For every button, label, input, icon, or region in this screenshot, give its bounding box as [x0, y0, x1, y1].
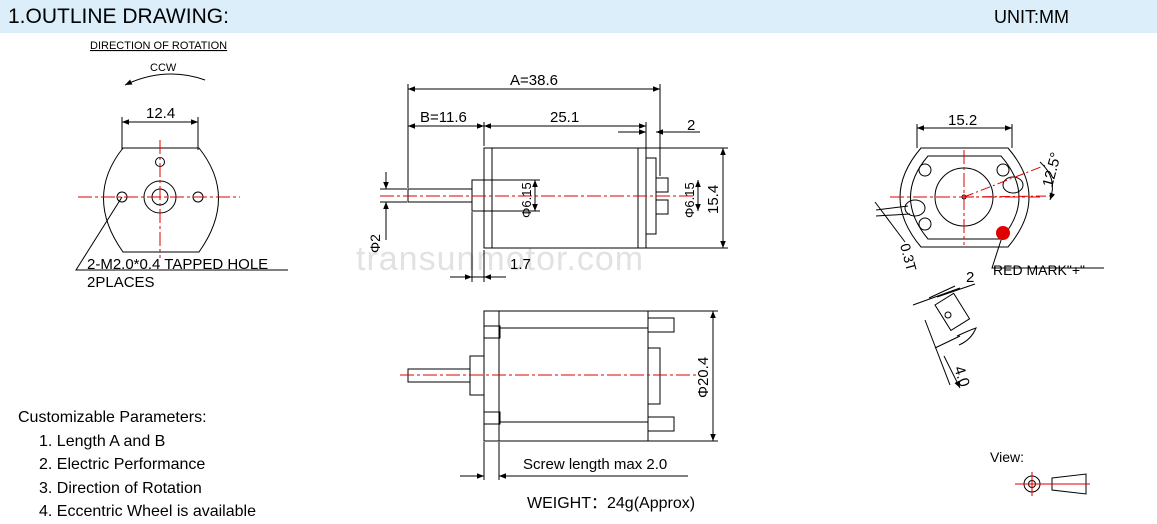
dim-b: B=11.6	[420, 109, 467, 126]
rotation-indicator: DIRECTION OF ROTATION CCW	[90, 40, 227, 86]
dim-body: 25.1	[550, 109, 579, 126]
hole-leader	[75, 196, 288, 271]
rear-view-outline	[899, 147, 1030, 248]
weight-label: WEIGHT：24g(Approx)	[527, 495, 695, 512]
rear-angle-dim: 12.5°	[1039, 151, 1065, 189]
rear-view	[874, 124, 1104, 269]
rotation-direction: CCW	[150, 62, 177, 74]
dim-step: 1.7	[510, 256, 531, 273]
unit-label: UNIT:MM	[994, 7, 1069, 27]
dim-boss-right: Φ6.15	[682, 182, 697, 218]
parameter-item: 1. Length A and B	[39, 432, 166, 450]
terminal-detail	[912, 283, 977, 389]
front-view-outline	[103, 147, 219, 253]
view-label: View:	[990, 449, 1024, 465]
parameter-item: 2. Electric Performance	[39, 456, 206, 473]
projection-symbol-icon	[1015, 472, 1090, 496]
dim-a: A=38.6	[510, 72, 558, 89]
terminal-detail-plate	[934, 292, 971, 332]
parameter-item: 4. Eccentric Wheel is available	[39, 503, 256, 520]
dim-height: 15.4	[705, 185, 722, 214]
front-width-dim: 12.4	[146, 105, 175, 122]
hole-count: 2PLACES	[87, 274, 155, 291]
ccw-arrow-icon	[124, 73, 206, 86]
rear-terminal-right	[1002, 176, 1024, 194]
top-terminal-bottom	[647, 416, 675, 432]
customizable-parameters: Customizable Parameters: 1. Length A and…	[18, 406, 256, 524]
rear-width-dim: 15.2	[948, 112, 977, 129]
hole-note: 2-M2.0*0.4 TAPPED HOLE	[87, 256, 268, 273]
top-terminal-top	[647, 317, 675, 333]
screw-note: Screw length max 2.0	[523, 456, 667, 473]
rotation-label: DIRECTION OF ROTATION	[90, 40, 227, 52]
rear-thickness-dim: 0.3T	[897, 242, 920, 274]
side-terminal-top	[655, 177, 669, 193]
red-mark-label: RED MARK"+"	[993, 262, 1085, 278]
side-terminal-bottom	[655, 199, 669, 215]
red-mark-dot	[996, 226, 1010, 240]
side-view	[380, 84, 728, 282]
rear-terminal-left	[904, 199, 926, 217]
header-bar: 1.OUTLINE DRAWING: UNIT:MM	[0, 0, 1157, 33]
page-title: 1.OUTLINE DRAWING:	[8, 5, 229, 28]
watermark: transunmotor.com	[356, 240, 645, 278]
top-view	[400, 310, 718, 480]
top-dia: Φ20.4	[695, 357, 712, 398]
dim-shaft-dia: Φ2	[367, 234, 383, 253]
red-mark-leader	[991, 233, 1104, 269]
dim-end: 2	[687, 117, 695, 134]
terminal-len-dim: 4.0	[950, 364, 973, 389]
terminal-gap-dim: 2	[966, 269, 974, 286]
dim-boss-left: Φ6.15	[519, 182, 534, 218]
side-body	[483, 147, 647, 249]
front-view	[75, 117, 288, 271]
parameters-heading: Customizable Parameters:	[18, 409, 207, 426]
parameter-item: 3. Direction of Rotation	[39, 479, 202, 497]
